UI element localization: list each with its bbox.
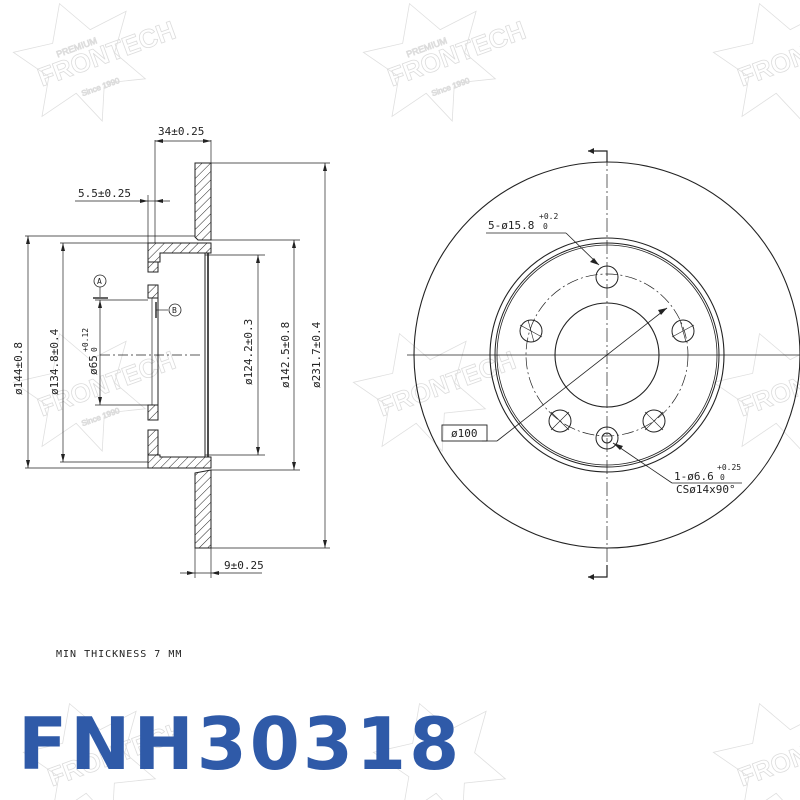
locator-hole-tol-lower: 0	[720, 473, 725, 482]
wm-since: Since 1990	[80, 406, 121, 428]
dim-dia-65-tol-lower: 0	[90, 347, 99, 352]
dim-disc-thickness: 9±0.25	[224, 559, 264, 572]
wm-brand: FRONTECH	[734, 715, 800, 793]
countersink-label: CSø14x90°	[676, 483, 736, 496]
dim-flange-offset: 5.5±0.25	[78, 187, 131, 200]
wm-since: Since 1990	[430, 76, 471, 98]
bolt-holes	[519, 265, 695, 433]
min-thickness-note: MIN THICKNESS 7 MM	[56, 649, 182, 660]
front-view-arrows	[588, 148, 667, 580]
bolt-holes-tol-lower: 0	[543, 222, 548, 231]
dim-dia-124-2: ø124.2±0.3	[242, 319, 255, 385]
wm-since: Since 1990	[80, 76, 121, 98]
section-view	[25, 140, 330, 578]
bolt-holes-label: 5-ø15.8	[488, 219, 534, 232]
dim-dia-142-5: ø142.5±0.8	[279, 322, 292, 388]
front-view	[407, 150, 800, 578]
part-number: FNH30318	[18, 702, 463, 786]
datum-a-label: A	[97, 277, 102, 286]
datum-b-label: B	[172, 306, 177, 315]
wm-brand: FRONTECH	[734, 15, 800, 93]
wm-brand: FRONTECH	[734, 345, 800, 423]
dim-dia-65-tol-upper: +0.12	[81, 328, 90, 352]
bolt-holes-tol-upper: +0.2	[539, 212, 558, 221]
locator-hole-label: 1-ø6.6	[674, 470, 714, 483]
dim-hat-depth: 34±0.25	[158, 125, 204, 138]
dimension-arrows	[26, 139, 327, 575]
dim-dia-231-7: ø231.7±0.4	[310, 321, 323, 388]
pcd-label: ø100	[451, 427, 478, 440]
locator-hole-tol-upper: +0.25	[717, 463, 741, 472]
dim-dia-134-8: ø134.8±0.4	[48, 328, 61, 395]
dim-dia-65: ø65	[87, 355, 100, 375]
dim-dia-144: ø144±0.8	[12, 342, 25, 395]
